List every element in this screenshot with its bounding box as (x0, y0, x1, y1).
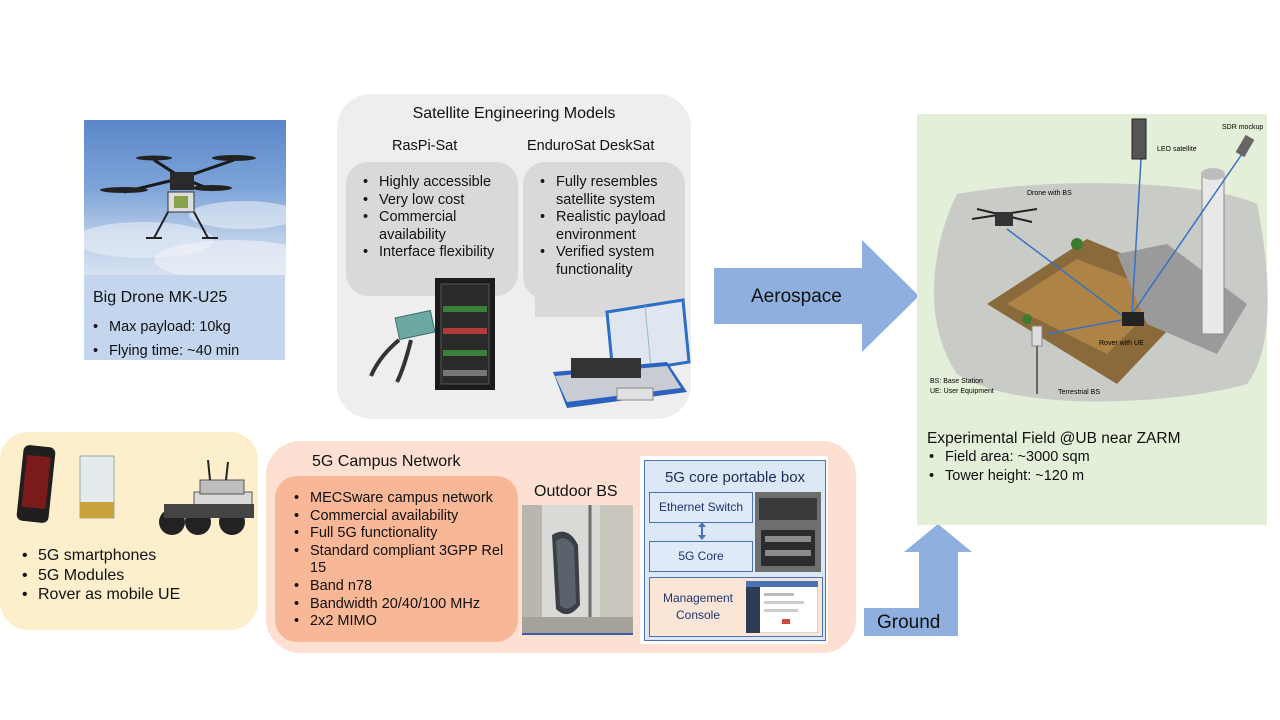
field-spec-list: Field area: ~3000 sqm Tower height: ~120… (927, 448, 1090, 485)
list-item: Max payload: 10kg (91, 315, 239, 339)
console-screenshot (746, 581, 818, 633)
drone-photo (84, 120, 286, 275)
list-item: Realistic payload environment (538, 209, 683, 244)
list-item: MECSware campus network (292, 490, 512, 508)
list-item: Flying time: ~40 min (91, 339, 239, 363)
raspi-sat-features: Highly accessible Very low cost Commerci… (346, 162, 518, 296)
list-item: 2x2 MIMO (292, 613, 512, 631)
campus-network-features: MECSware campus network Commercial avail… (275, 476, 518, 642)
experimental-field-panel: Drone with BS LEO satellite SDR mockup R… (917, 114, 1268, 525)
satellite-group-title: Satellite Engineering Models (412, 105, 616, 122)
endurosat-features: Fully resembles satellite system Realist… (523, 162, 685, 299)
list-item: Tower height: ~120 m (927, 467, 1090, 486)
campus-network-group: 5G Campus Network MECSware campus networ… (266, 441, 856, 653)
ground-arrow: Ground (864, 524, 974, 636)
5g-core-block: 5G Core (649, 541, 753, 572)
list-item: Fully resembles satellite system (538, 174, 683, 209)
scene-legend-bs: BS: Base Station (930, 378, 983, 385)
list-item: Commercial availability (292, 508, 512, 526)
outdoor-bs-title: Outdoor BS (534, 483, 618, 500)
outdoor-bs-photo (522, 505, 633, 635)
scene-label-rover: Rover with UE (1099, 340, 1144, 347)
field-caption: Experimental Field @UB near ZARM (927, 430, 1181, 447)
list-item: Verified system functionality (538, 244, 683, 279)
list-item: Band n78 (292, 578, 512, 596)
scene-label-terrestrial: Terrestrial BS (1058, 389, 1100, 396)
core-box-frame: 5G core portable box Ethernet Switch 5G … (640, 456, 828, 644)
drone-illustration (84, 155, 286, 275)
list-item: Very low cost (361, 192, 521, 210)
user-equipment-group: 5G smartphones 5G Modules Rover as mobil… (0, 432, 258, 630)
core-box-title: 5G core portable box (664, 469, 806, 486)
endurosat-title: EnduroSat DeskSat (527, 138, 655, 154)
list-item: Interface flexibility (361, 244, 521, 262)
drone-title: Big Drone MK-U25 (93, 289, 228, 306)
list-item: Highly accessible (361, 174, 521, 192)
management-console-block: Management Console (649, 577, 823, 637)
ground-label: Ground (877, 612, 941, 633)
aerospace-label: Aerospace (751, 286, 842, 307)
drone-spec-list: Max payload: 10kg Flying time: ~40 min (91, 315, 239, 363)
campus-network-title: 5G Campus Network (312, 453, 461, 470)
list-item: 5G smartphones (20, 546, 180, 566)
ue-devices-image (16, 445, 254, 535)
aerospace-arrow: Aerospace (714, 240, 919, 352)
scene-label-sdr: SDR mockup (1222, 124, 1263, 131)
core-hardware-photo (755, 492, 821, 572)
raspi-sat-title: RasPi-Sat (392, 138, 458, 154)
drone-caption: Big Drone MK-U25 Max payload: 10kg Flyin… (84, 275, 285, 363)
scene-label-drone: Drone with BS (1027, 190, 1072, 197)
desksat-hardware-image (553, 298, 691, 408)
list-item: Bandwidth 20/40/100 MHz (292, 596, 512, 614)
field-aerial-image: Drone with BS LEO satellite SDR mockup R… (930, 118, 1268, 402)
satellite-models-group: Satellite Engineering Models RasPi-Sat E… (337, 94, 691, 419)
list-item: Rover as mobile UE (20, 585, 180, 605)
core-box: 5G core portable box Ethernet Switch 5G … (644, 460, 826, 641)
management-console-label: Management Console (662, 591, 734, 622)
list-item: Commercial availability (361, 209, 521, 244)
scene-legend-ue: UE: User Equipment (930, 388, 994, 395)
list-item: Field area: ~3000 sqm (927, 448, 1090, 467)
list-item: 5G Modules (20, 566, 180, 586)
ethernet-switch-block: Ethernet Switch (649, 492, 753, 523)
list-item: Full 5G functionality (292, 525, 512, 543)
raspi-sat-hardware-image (369, 278, 495, 390)
link-arrow-icon (698, 522, 706, 540)
scene-label-leo: LEO satellite (1157, 146, 1197, 153)
ue-list: 5G smartphones 5G Modules Rover as mobil… (20, 546, 180, 605)
list-item: Standard compliant 3GPP Rel 15 (292, 543, 512, 578)
